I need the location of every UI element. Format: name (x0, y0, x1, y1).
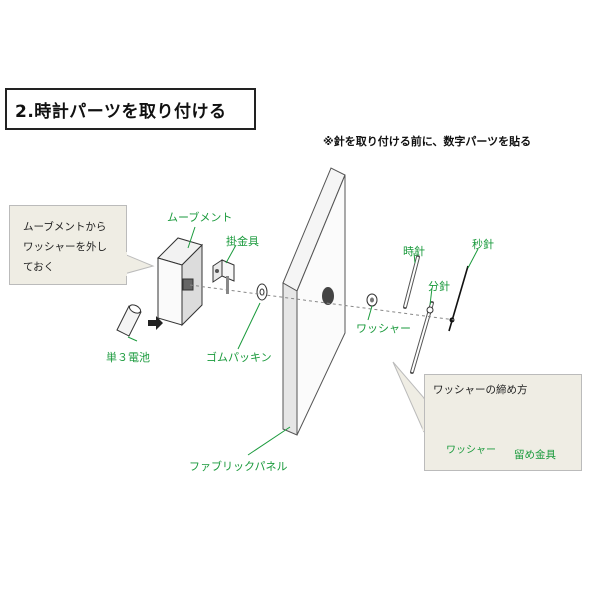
section-title: 2.時計パーツを取り付ける (5, 88, 256, 130)
label-fabric-panel: ファブリックパネル (189, 460, 288, 473)
label-movement: ムーブメント (167, 211, 233, 224)
minute-hand (410, 301, 434, 374)
label-washer: ワッシャー (356, 322, 411, 335)
label-rubber-packing: ゴムパッキン (206, 351, 272, 364)
callout-line: ておく (23, 261, 55, 273)
label-second-hand: 秒針 (472, 238, 494, 251)
rubber-packing (256, 283, 268, 301)
label-battery: 単３電池 (106, 351, 150, 364)
callout-line: ワッシャーを外し (23, 241, 107, 253)
callout-line: ムーブメントから (23, 221, 107, 233)
assembly-axis (189, 284, 456, 321)
washer (366, 293, 378, 307)
label-hanger: 掛金具 (226, 235, 259, 248)
instruction-note: ※針を取り付ける前に、数字パーツを貼る (323, 135, 532, 148)
callout-heading: ワッシャーの締め方 (433, 384, 528, 396)
label-hour-hand: 時針 (403, 245, 425, 258)
label-inset-washer: ワッシャー (446, 445, 496, 456)
hanger-bracket (212, 259, 235, 294)
callout-tail-joint (123, 252, 127, 276)
aa-battery (116, 304, 163, 337)
second-hand (448, 265, 469, 332)
label-leaders (127, 226, 479, 456)
clock-movement (157, 237, 203, 327)
fabric-panel (282, 167, 346, 436)
label-fixing-bracket: 留め金具 (514, 449, 556, 461)
washer-fastening-callout: ワッシャーの締め方 (424, 374, 582, 471)
label-minute-hand: 分針 (428, 280, 450, 293)
hour-hand (403, 255, 420, 309)
movement-tip-callout: ムーブメントから ワッシャーを外し ておく (9, 205, 127, 285)
